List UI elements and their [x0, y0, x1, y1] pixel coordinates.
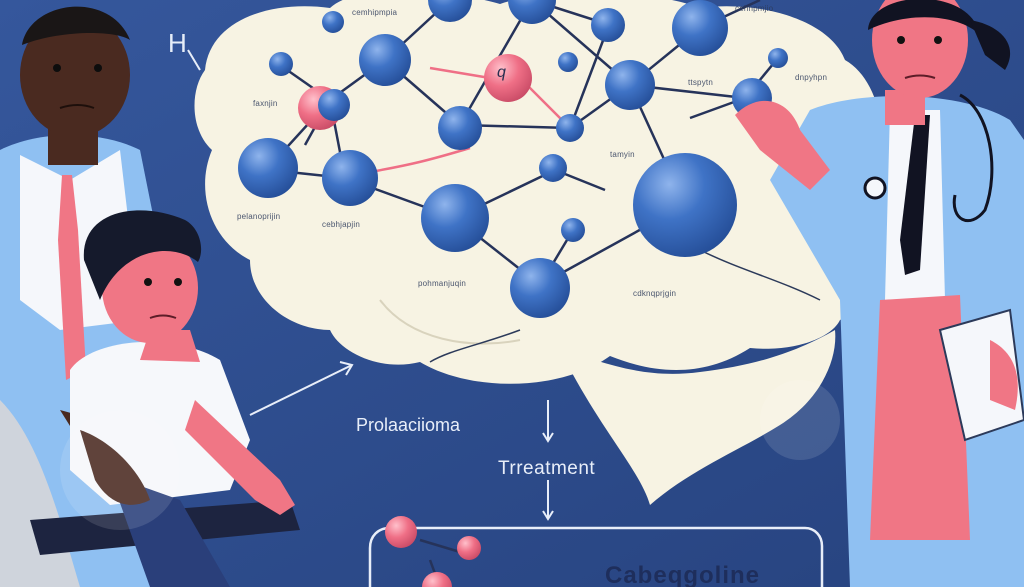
molecule-label: cehhpmjio — [735, 4, 774, 13]
molecule-label: cdknqprjgin — [633, 289, 677, 298]
arrows — [187, 49, 554, 521]
texture — [60, 380, 840, 530]
brain-cloud — [194, 0, 888, 505]
doctor-figure — [735, 0, 1024, 587]
drug-box — [368, 516, 824, 587]
molecule-label: tamyin — [610, 150, 635, 159]
molecule-label: faxnjin — [253, 99, 278, 108]
molecule-label: pohmanjuqin — [418, 279, 467, 288]
molecule-label: dnpyhpn — [795, 73, 828, 82]
treatment-label: Trreatment — [498, 458, 596, 479]
molecule-label: ttspytn — [688, 78, 713, 87]
corner-letter: H — [168, 28, 187, 58]
child-figure — [70, 210, 295, 587]
molecule-atoms — [238, 0, 788, 318]
node-letter: q — [497, 64, 506, 81]
molecule-label: pelanoprijin — [237, 212, 281, 221]
molecule-label: cemhipmpia — [352, 8, 398, 17]
diagnosis-label: Prolaaciioma — [356, 415, 461, 435]
drug-label: Cabeqgoline — [605, 562, 761, 587]
molecule-label: cebhjapjin — [322, 220, 361, 229]
